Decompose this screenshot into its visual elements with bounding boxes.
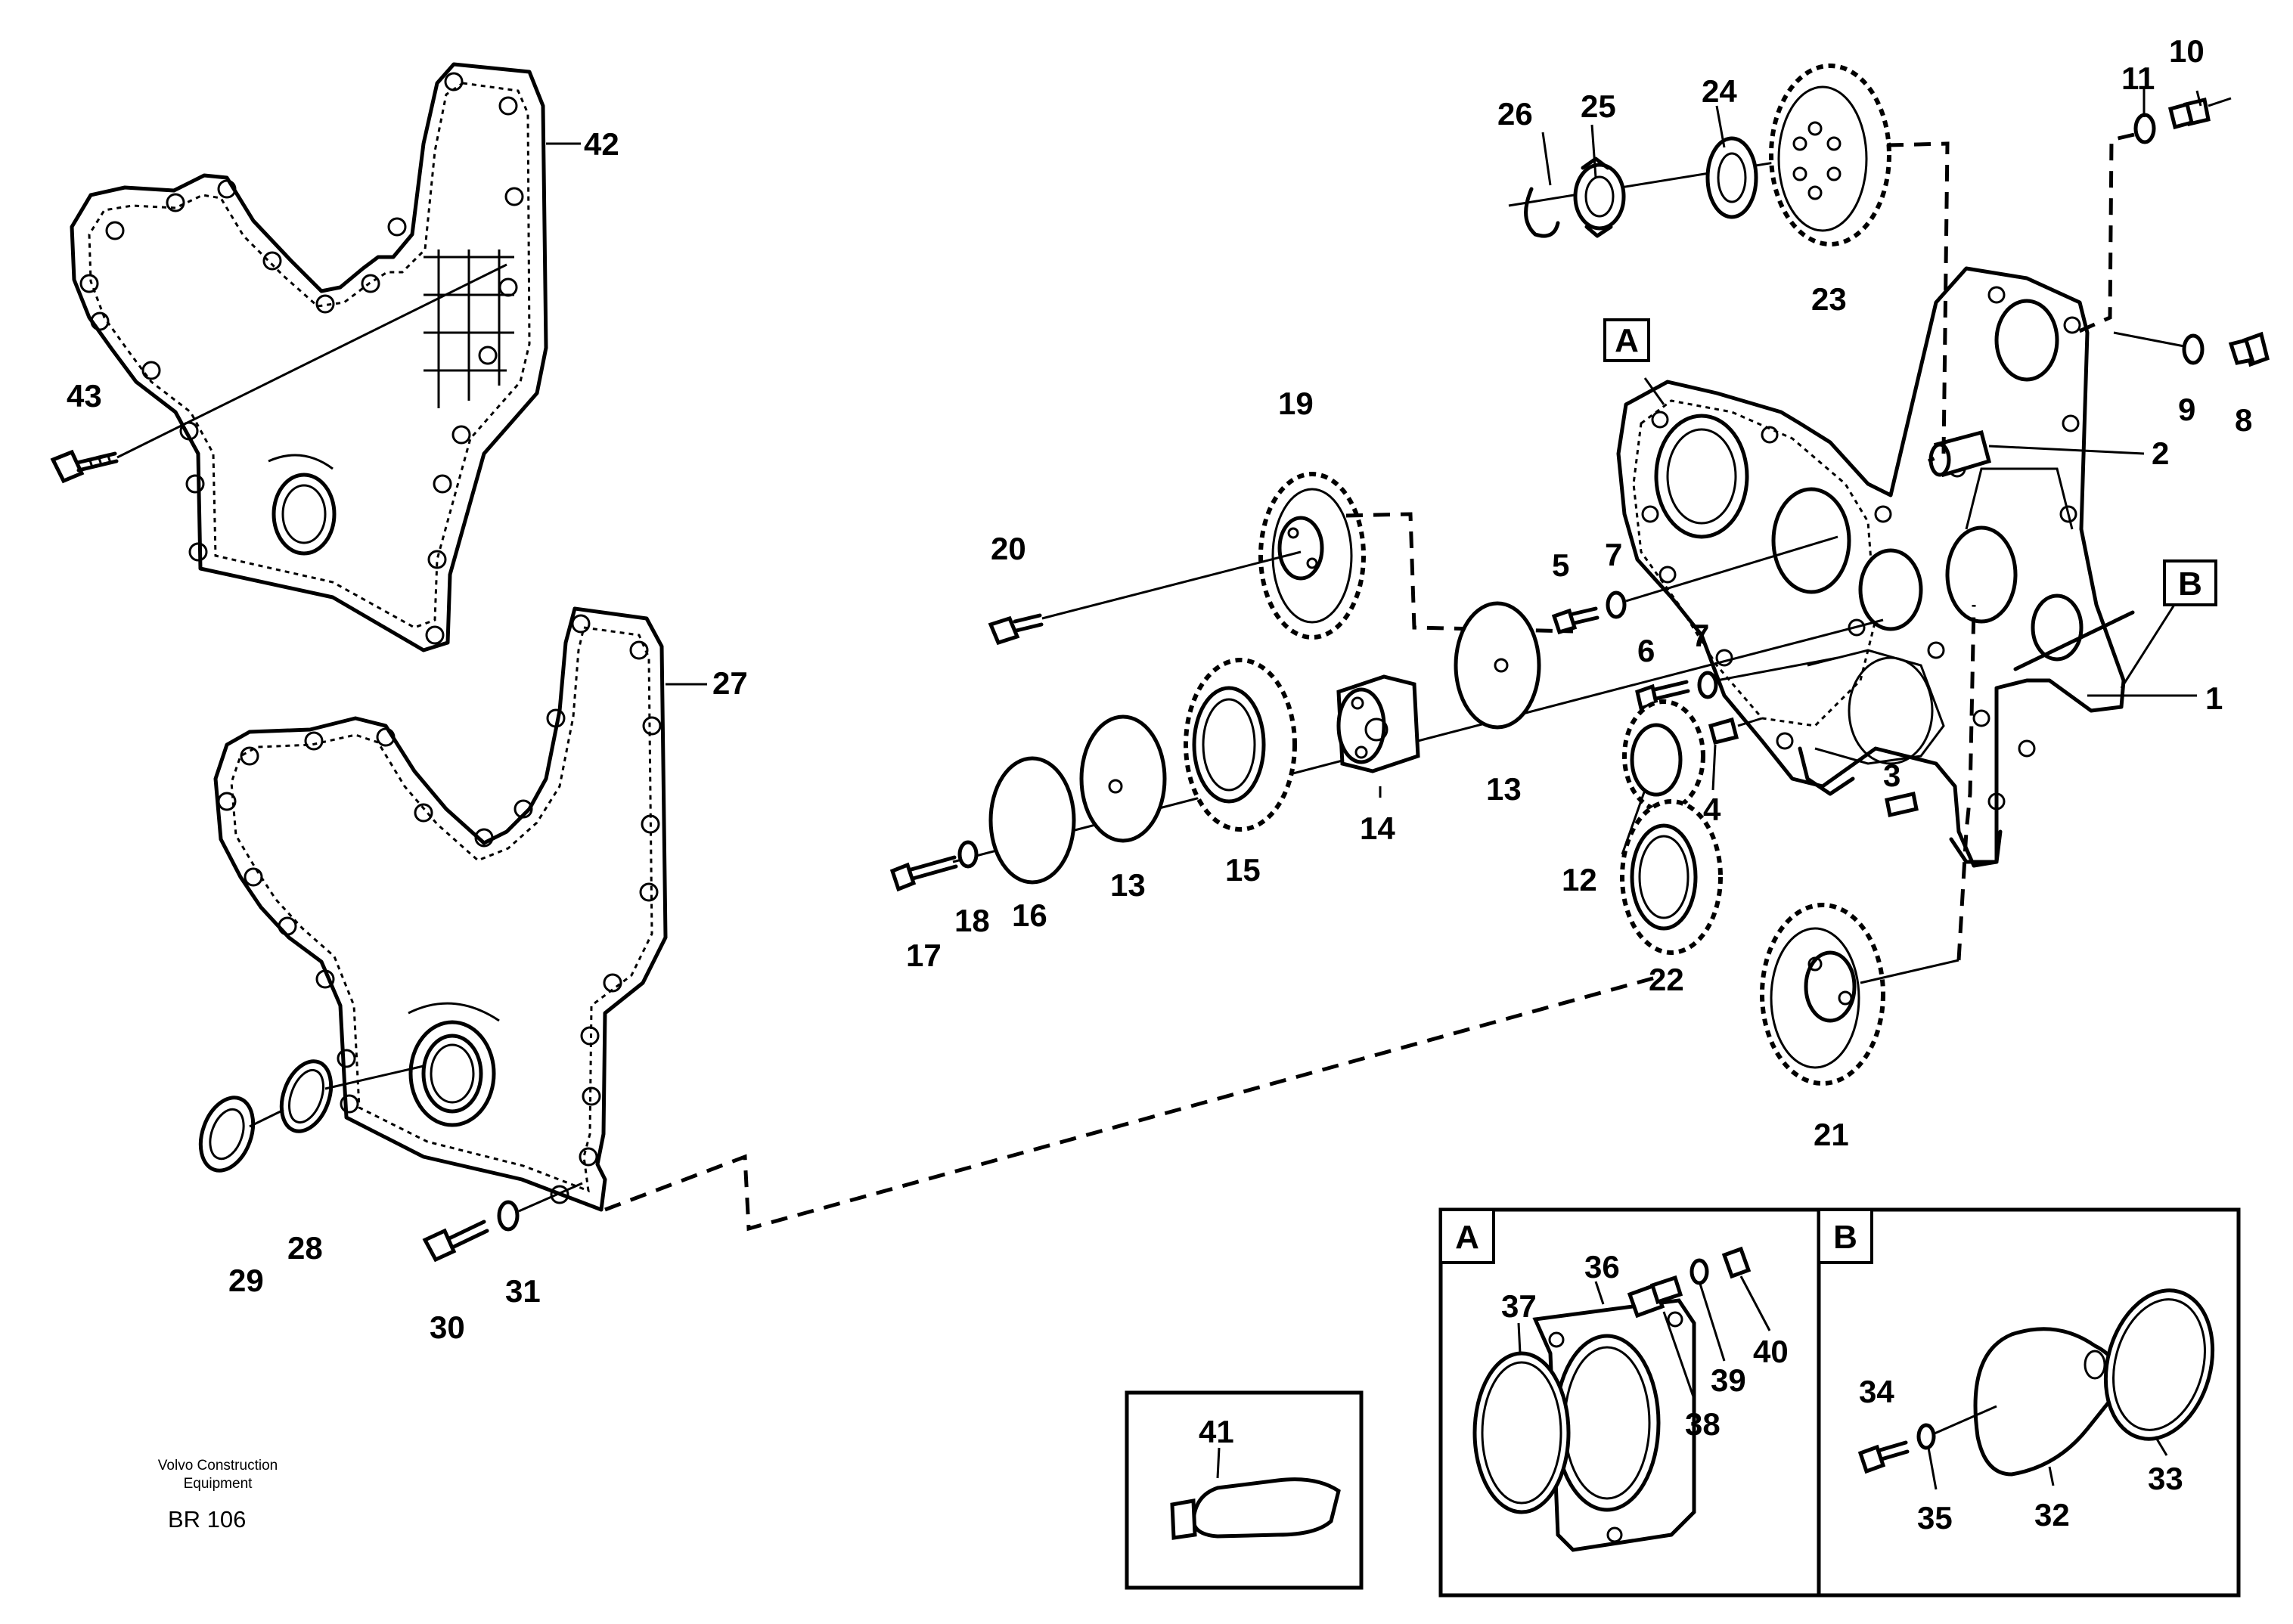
brand-line-2: Equipment: [184, 1476, 253, 1492]
callout-26: 26: [1497, 96, 1533, 132]
view-marker-a: A: [1603, 318, 1650, 362]
detail-view-a: A: [1438, 1207, 1821, 1598]
seal-ring-9: [2182, 333, 2205, 365]
bolt-17: [889, 855, 958, 892]
timing-gear-housing: [1616, 266, 2135, 868]
callout-6: 6: [1637, 633, 1655, 668]
thrust-washer-13-front: [1079, 714, 1167, 843]
callout-35: 35: [1917, 1500, 1953, 1536]
callout-42: 42: [584, 126, 619, 162]
callout-36: 36: [1584, 1249, 1620, 1285]
callout-41: 41: [1199, 1414, 1234, 1449]
brand-line-1: Volvo Construction: [158, 1458, 278, 1474]
callout-33: 33: [2148, 1461, 2183, 1496]
callout-1: 1: [2205, 680, 2223, 716]
seal-ring-11: [2133, 113, 2156, 144]
washer-18: [957, 840, 979, 869]
callout-7b: 7: [1692, 618, 1709, 653]
callout-20: 20: [991, 531, 1026, 566]
gear-21: [1760, 903, 1885, 1086]
callout-10: 10: [2169, 33, 2205, 69]
callout-17: 17: [906, 938, 942, 973]
callout-labels: 1 2 3 4 5 6 7 7 8 9 10 11 12 13 13 14 15…: [67, 33, 2252, 1536]
washer-7-lower: [1697, 671, 1718, 699]
camshaft-gear-19: [1258, 472, 1366, 640]
gear-22: [1620, 799, 1723, 955]
callout-16: 16: [1012, 897, 1047, 933]
callout-31: 31: [505, 1273, 541, 1309]
pin-4: [1708, 717, 1739, 745]
crankshaft-gear-12: [1622, 699, 1705, 813]
gear-bolt-20: [988, 613, 1044, 646]
washer-7-upper: [1606, 590, 1627, 619]
callout-19: 19: [1278, 386, 1314, 421]
callout-37: 37: [1501, 1288, 1537, 1324]
footer: Volvo Construction Equipment BR 106: [158, 1458, 278, 1533]
callout-38: 38: [1685, 1406, 1721, 1442]
callout-14: 14: [1360, 810, 1395, 846]
thrust-washer-13-rear: [1454, 601, 1541, 730]
callout-leaders: [1379, 87, 2202, 855]
seal-ring-28: [279, 1059, 334, 1133]
callout-32: 32: [2034, 1497, 2070, 1533]
callout-34: 34: [1859, 1374, 1894, 1409]
callout-2: 2: [2152, 435, 2169, 471]
callout-22: 22: [1649, 962, 1684, 997]
callout-40: 40: [1753, 1334, 1789, 1369]
callout-4: 4: [1703, 792, 1721, 827]
plug-10: [2167, 97, 2211, 130]
callout-13a: 13: [1110, 867, 1146, 903]
idler-gear-23: [1769, 64, 1891, 246]
dowel-pin-2: [1928, 429, 1992, 478]
callout-23: 23: [1811, 281, 1847, 317]
callout-12: 12: [1562, 862, 1597, 897]
callout-18: 18: [954, 903, 990, 938]
seal-24: [1705, 136, 1758, 219]
callout-9: 9: [2178, 392, 2195, 427]
plug-8: [2228, 331, 2270, 367]
sealant-inset: [1125, 1390, 1364, 1590]
view-marker-b: B: [2163, 559, 2217, 606]
detail-view-b: B: [1817, 1207, 2241, 1598]
circlip-26: [1524, 187, 1560, 238]
callout-7a: 7: [1605, 537, 1622, 572]
seal-29: [198, 1096, 256, 1173]
inset-b-label: B: [1833, 1219, 1857, 1256]
callout-15: 15: [1225, 852, 1261, 888]
callout-28: 28: [287, 1230, 323, 1266]
washer-31: [497, 1200, 520, 1232]
callout-30: 30: [430, 1309, 465, 1345]
callout-24: 24: [1702, 73, 1737, 109]
callout-43: 43: [67, 378, 102, 414]
plate-16: [988, 756, 1076, 885]
callout-11: 11: [2121, 60, 2155, 96]
drawing-code: BR 106: [168, 1506, 246, 1533]
callout-8: 8: [2235, 402, 2252, 438]
callout-39: 39: [1711, 1362, 1746, 1398]
bolt-30: [422, 1220, 489, 1263]
view-marker-a-label: A: [1615, 322, 1639, 359]
inset-a-label: A: [1455, 1219, 1479, 1256]
hub-14: [1336, 674, 1420, 773]
idler-gear-15: [1184, 658, 1297, 832]
bolt-5: [1551, 606, 1600, 635]
callout-27: 27: [712, 665, 748, 701]
callout-5: 5: [1552, 547, 1569, 583]
cover-bolt-43: [50, 263, 507, 484]
callout-29: 29: [228, 1263, 264, 1298]
view-marker-b-label: B: [2178, 566, 2202, 603]
dowel-pin-3: [1885, 791, 1919, 818]
callout-13b: 13: [1486, 771, 1522, 807]
callout-21: 21: [1814, 1117, 1849, 1152]
timing-cover-lower: [213, 606, 668, 1212]
callout-3: 3: [1883, 758, 1900, 793]
callout-25: 25: [1581, 88, 1616, 124]
bearing-retainer-25: [1573, 157, 1626, 238]
timing-cover-upper: [70, 62, 548, 652]
